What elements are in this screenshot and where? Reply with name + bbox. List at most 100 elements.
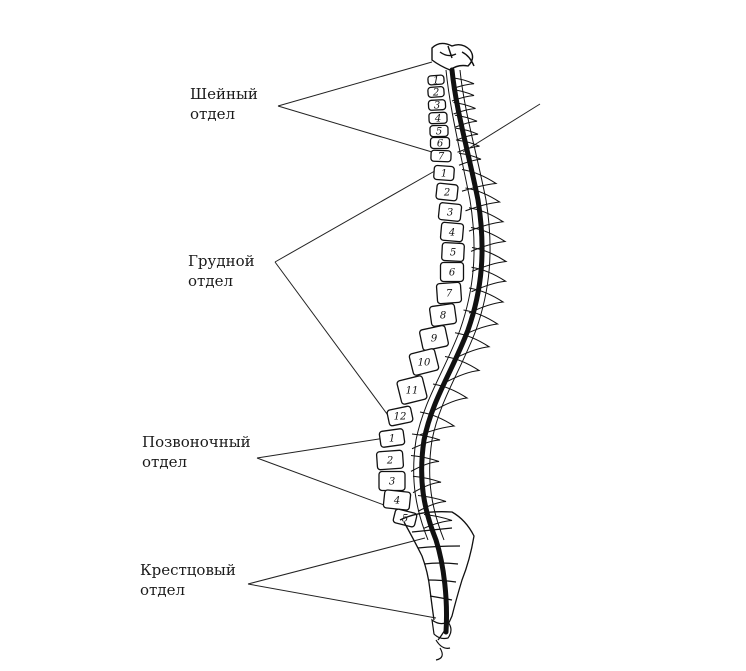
thoracic-vertebra-3 <box>437 202 463 222</box>
cervical-vertebral-body-4 <box>428 111 448 125</box>
cervical-spinous-process-7 <box>458 152 482 166</box>
lumbar-vertebral-body-4 <box>382 489 412 511</box>
thoracic-vertebral-body-9 <box>419 324 449 352</box>
sacrum <box>399 511 475 641</box>
lumbar-spinous-process-5 <box>423 513 453 529</box>
spinal-cord <box>419 67 485 635</box>
thoracic-vertebra-11 <box>396 375 428 405</box>
thoracic-vertebra-number-11: 11 <box>406 386 419 397</box>
cervical-vertebra-7 <box>430 149 452 163</box>
cervical-vertebra-number-6: 6 <box>437 139 444 150</box>
cervical-vertebral-body-2 <box>427 86 445 98</box>
label-cervical: Шейный отдел <box>190 84 258 124</box>
label-lumbar-line2: отдел <box>142 453 187 471</box>
cervical-vertebra-2 <box>427 86 445 98</box>
cervical-spinous-process-2 <box>451 88 475 102</box>
cervical-vertebra-5 <box>429 124 449 138</box>
lumbar-vertebra-number-5: 5 <box>402 514 408 525</box>
spinal-canal-outline-back <box>429 69 491 541</box>
thoracic-vertebral-body-6 <box>439 261 465 283</box>
thoracic-vertebra-10 <box>408 348 440 376</box>
leader-lines <box>247 61 541 619</box>
vertebral-bodies <box>375 74 465 528</box>
cervical-vertebra-number-4: 4 <box>434 114 441 125</box>
lumbar-vertebra-number-3: 3 <box>389 477 395 488</box>
thoracic-vertebra-number-10: 10 <box>418 358 431 369</box>
thoracic-vertebra-9 <box>419 324 449 352</box>
thoracic-leader-top <box>274 167 441 263</box>
thoracic-vertebral-body-4 <box>439 221 465 243</box>
lumbar-spinous-process-2 <box>410 454 440 472</box>
thoracic-vertebral-body-7 <box>435 281 463 305</box>
thoracic-vertebra-number-2: 2 <box>443 188 450 199</box>
lumbar-vertebra-2 <box>375 449 405 471</box>
label-sacral: Крестцовый отдел <box>140 560 236 600</box>
cervical-leader-bottom <box>277 105 433 153</box>
thoracic-vertebral-body-8 <box>428 303 458 327</box>
thoracic-vertebra-2 <box>435 182 459 202</box>
cervical-vertebral-body-3 <box>427 99 447 111</box>
thoracic-vertebral-body-5 <box>441 241 465 263</box>
lumbar-vertebral-body-2 <box>375 449 405 471</box>
lumbar-leader-top <box>256 437 386 459</box>
thoracic-vertebra-1 <box>433 164 455 182</box>
cervical-vertebra-3 <box>427 99 447 111</box>
cervical-vertebra-number-1: 1 <box>433 76 439 87</box>
thoracic-leader-bottom <box>274 261 391 419</box>
cervical-vertebra-1 <box>427 74 445 86</box>
thoracic-vertebral-body-3 <box>437 202 463 222</box>
thoracic-vertebra-12 <box>386 405 414 427</box>
label-thoracic-line2: отдел <box>188 272 233 290</box>
label-lumbar-line1: Позвоночный <box>142 433 251 451</box>
thoracic-vertebra-number-9: 9 <box>431 334 438 345</box>
cervical-vertebral-body-7 <box>430 149 452 163</box>
cervical-vertebral-body-1 <box>427 74 445 86</box>
thoracic-vertebra-number-12: 12 <box>394 412 407 423</box>
cervical-vertebra-number-5: 5 <box>436 127 442 138</box>
lumbar-vertebra-number-1: 1 <box>389 434 395 445</box>
thoracic-vertebral-body-11 <box>396 375 428 405</box>
cervical-vertebral-body-6 <box>429 136 451 150</box>
cervical-spinous-process-5 <box>455 127 479 141</box>
sacral-leader-top <box>247 537 426 585</box>
cervical-vertebral-body-5 <box>429 124 449 138</box>
lumbar-vertebral-body-1 <box>378 428 406 448</box>
cervical-vertebra-number-2: 2 <box>432 88 439 99</box>
lumbar-vertebra-1 <box>378 428 406 448</box>
thoracic-vertebra-number-4: 4 <box>448 228 455 239</box>
label-thoracic: Грудной отдел <box>188 251 255 291</box>
cervical-vertebra-4 <box>428 111 448 125</box>
lumbar-leader-bottom <box>256 457 404 513</box>
thoracic-vertebra-8 <box>428 303 458 327</box>
sacral-leader-bottom <box>247 583 437 619</box>
thoracic-vertebral-body-2 <box>435 182 459 202</box>
thoracic-vertebra-number-8: 8 <box>440 311 446 322</box>
lumbar-spinous-process-3 <box>412 475 442 494</box>
thoracic-vertebra-number-5: 5 <box>450 248 456 259</box>
thoracic-vertebral-body-12 <box>386 405 414 427</box>
spinal-cord-pointer <box>462 103 541 153</box>
skull-base <box>431 42 475 71</box>
thoracic-vertebra-number-3: 3 <box>447 208 453 219</box>
coccyx <box>431 618 452 661</box>
lumbar-vertebra-4 <box>382 489 412 511</box>
thoracic-vertebral-body-10 <box>408 348 440 376</box>
thoracic-vertebra-number-7: 7 <box>446 289 453 300</box>
lumbar-vertebra-number-2: 2 <box>386 456 393 467</box>
label-lumbar: Позвоночный отдел <box>142 432 251 472</box>
thoracic-vertebral-body-1 <box>433 164 455 182</box>
cervical-spinous-process-1 <box>451 77 475 90</box>
thoracic-vertebra-7 <box>435 281 463 305</box>
label-thoracic-line1: Грудной <box>188 252 255 270</box>
label-sacral-line1: Крестцовый <box>140 561 236 579</box>
thoracic-vertebra-number-1: 1 <box>441 169 447 180</box>
thoracic-vertebra-4 <box>439 221 465 243</box>
thoracic-vertebra-6 <box>439 261 465 283</box>
cervical-vertebra-number-3: 3 <box>434 101 440 112</box>
label-sacral-line2: отдел <box>140 581 185 599</box>
cervical-vertebra-number-7: 7 <box>438 152 445 163</box>
lumbar-vertebra-number-4: 4 <box>393 496 400 507</box>
